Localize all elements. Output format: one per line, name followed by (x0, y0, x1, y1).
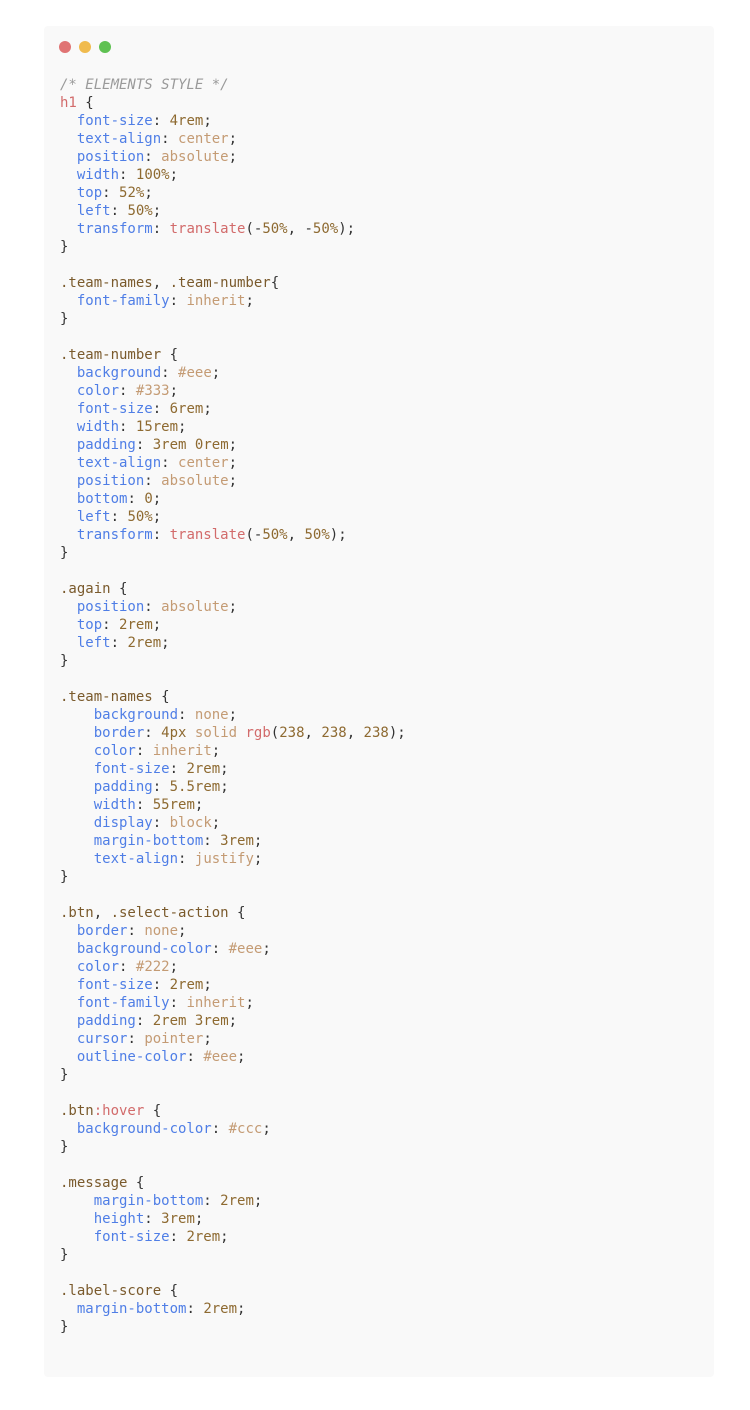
code-line: height: 3rem; (93, 1211, 204, 1227)
code-line: left: 50%; (76, 509, 162, 525)
code-line: h1 { (60, 95, 94, 111)
code-line: ​ (60, 670, 406, 688)
code-line: width: 15rem; (76, 419, 187, 435)
code-line: ​ (60, 562, 406, 580)
code-line: /* ELEMENTS STYLE */ (60, 77, 229, 93)
code-line: transform: translate(-50%, 50%); (76, 527, 347, 543)
code-line: ​ (60, 1156, 406, 1174)
code-line: cursor: pointer; (76, 1031, 212, 1047)
code-line: left: 2rem; (76, 635, 170, 651)
code-line: ​ (60, 886, 406, 904)
code-line: .again { (60, 581, 128, 597)
code-line: background-color: #eee; (76, 941, 271, 957)
code-block: /* ELEMENTS STYLE */ h1 { font-size: 4rem… (60, 76, 406, 1336)
code-line: margin-bottom: 2rem; (76, 1301, 246, 1317)
code-line: transform: translate(-50%, -50%); (76, 221, 356, 237)
code-line: left: 50%; (76, 203, 162, 219)
code-line: ​ (60, 1084, 406, 1102)
code-line: ​ (60, 328, 406, 346)
code-line: ​ (60, 256, 406, 274)
code-line: padding: 5.5rem; (93, 779, 229, 795)
code-line: top: 52%; (76, 185, 153, 201)
code-line: position: absolute; (76, 599, 238, 615)
code-line: background: #eee; (76, 365, 221, 381)
code-line: color: #222; (76, 959, 179, 975)
code-line: font-size: 4rem; (76, 113, 212, 129)
code-line: font-family: inherit; (76, 995, 254, 1011)
code-line: margin-bottom: 3rem; (93, 833, 263, 849)
code-line: .btn, .select-action { (60, 905, 246, 921)
code-line: } (60, 869, 69, 885)
code-line: color: #333; (76, 383, 179, 399)
code-line: text-align: justify; (93, 851, 263, 867)
code-line: padding: 3rem 0rem; (76, 437, 238, 453)
code-line: border: 4px solid rgb(238, 238, 238); (93, 725, 406, 741)
minimize-dot-icon (79, 41, 91, 53)
code-line: padding: 2rem 3rem; (76, 1013, 238, 1029)
code-line: } (60, 653, 69, 669)
code-line: font-size: 2rem; (93, 761, 229, 777)
code-line: } (60, 545, 69, 561)
code-line: font-size: 6rem; (76, 401, 212, 417)
code-line: bottom: 0; (76, 491, 162, 507)
code-line: .message { (60, 1175, 145, 1191)
code-line: outline-color: #eee; (76, 1049, 246, 1065)
code-line: position: absolute; (76, 149, 238, 165)
code-line: top: 2rem; (76, 617, 162, 633)
close-dot-icon (59, 41, 71, 53)
code-line: color: inherit; (93, 743, 221, 759)
code-line: .team-names, .team-number{ (60, 275, 280, 291)
code-line: margin-bottom: 2rem; (93, 1193, 263, 1209)
code-line: background-color: #ccc; (76, 1121, 271, 1137)
code-line: display: block; (93, 815, 221, 831)
code-line: .team-number { (60, 347, 179, 363)
code-line: .btn:hover { (60, 1103, 162, 1119)
code-line: text-align: center; (76, 131, 238, 147)
code-line: border: none; (76, 923, 187, 939)
code-line: font-family: inherit; (76, 293, 254, 309)
code-line: .label-score { (60, 1283, 179, 1299)
code-line: font-size: 2rem; (76, 977, 212, 993)
window-controls (59, 41, 111, 53)
code-line: .team-names { (60, 689, 170, 705)
code-line: } (60, 1319, 69, 1335)
code-line: width: 55rem; (93, 797, 204, 813)
code-line: ​ (60, 1264, 406, 1282)
maximize-dot-icon (99, 41, 111, 53)
code-line: background: none; (93, 707, 238, 723)
code-line: text-align: center; (76, 455, 238, 471)
code-line: } (60, 1247, 69, 1263)
code-line: width: 100%; (76, 167, 179, 183)
code-line: position: absolute; (76, 473, 238, 489)
code-line: font-size: 2rem; (93, 1229, 229, 1245)
code-line: } (60, 311, 69, 327)
code-window: /* ELEMENTS STYLE */ h1 { font-size: 4rem… (44, 26, 714, 1377)
code-line: } (60, 239, 69, 255)
code-line: } (60, 1067, 69, 1083)
code-line: } (60, 1139, 69, 1155)
